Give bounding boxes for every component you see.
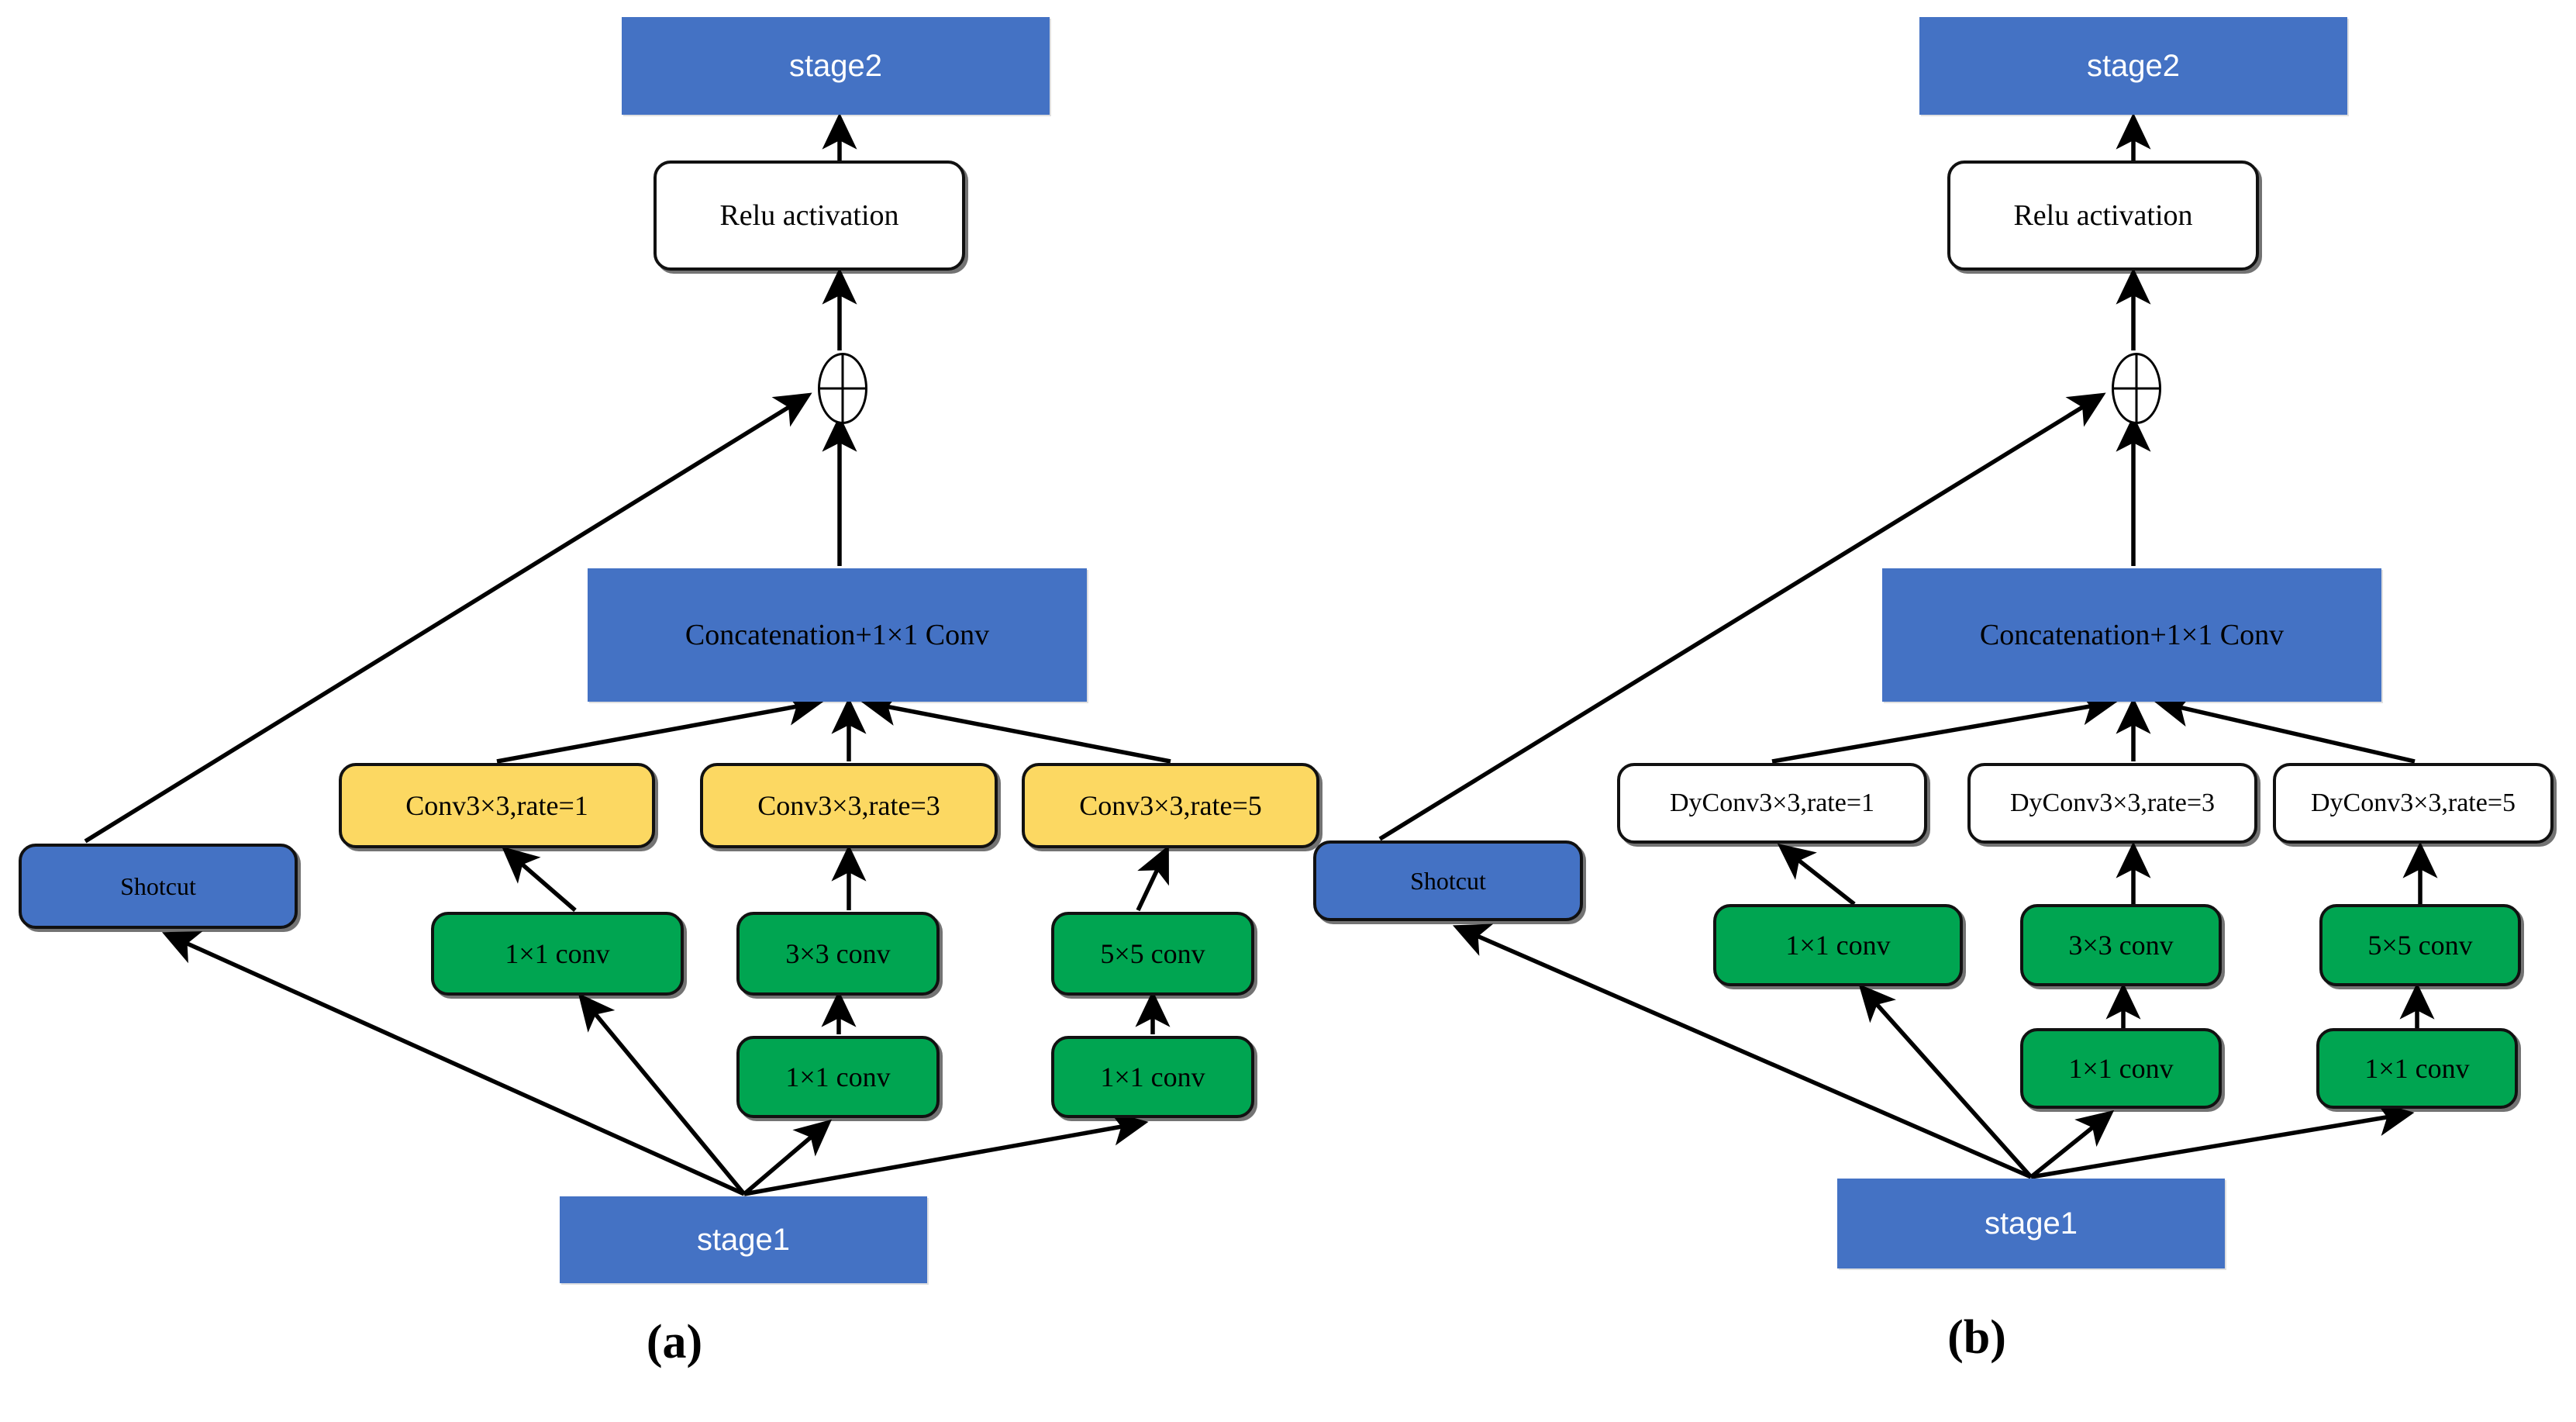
concat-label-b: Concatenation+1×1 Conv	[1979, 619, 2285, 651]
stage1-box-b[interactable]: stage1	[1837, 1179, 2225, 1268]
shortcut-box-a[interactable]: Shotcut	[19, 844, 298, 929]
branch-top-box-a-3[interactable]: Conv3×3,rate=5	[1022, 763, 1319, 848]
branch-top-label-b-1: DyConv3×3,rate=1	[1669, 789, 1875, 817]
branch-mid-label-b-1: 1×1 conv	[1785, 930, 1891, 961]
branch-mid-label-a-3: 5×5 conv	[1100, 938, 1205, 969]
branch-top-label-b-2: DyConv3×3,rate=3	[2009, 789, 2216, 817]
branch-bottom-box-a-1[interactable]: 1×1 conv	[736, 1036, 940, 1118]
shortcut-label-b: Shotcut	[1410, 866, 1486, 895]
concat-box-a[interactable]: Concatenation+1×1 Conv	[588, 568, 1087, 702]
branch-top-box-a-2[interactable]: Conv3×3,rate=3	[700, 763, 998, 848]
relu-box-b[interactable]: Relu activation	[1947, 160, 2259, 271]
branch-mid-box-b-1[interactable]: 1×1 conv	[1713, 904, 1963, 986]
add-icon-a	[818, 353, 867, 424]
stage1-box-a[interactable]: stage1	[560, 1196, 927, 1283]
stage2-label-b: stage2	[2086, 48, 2181, 83]
relu-label-b: Relu activation	[2013, 199, 2193, 232]
panel-caption-b-text: (b)	[1947, 1311, 2006, 1364]
branch-bottom-box-b-2[interactable]: 1×1 conv	[2316, 1028, 2518, 1109]
add-icon-b	[2112, 353, 2161, 424]
branch-bottom-box-b-1[interactable]: 1×1 conv	[2020, 1028, 2222, 1109]
stage2-box-b[interactable]: stage2	[1919, 17, 2347, 115]
panel-caption-a: (a)	[612, 1315, 736, 1370]
branch-mid-label-a-1: 1×1 conv	[505, 938, 610, 969]
branch-bottom-label-a-1: 1×1 conv	[785, 1061, 891, 1092]
branch-top-label-a-1: Conv3×3,rate=1	[405, 790, 588, 821]
stage2-label-a: stage2	[788, 48, 883, 83]
concat-box-b[interactable]: Concatenation+1×1 Conv	[1882, 568, 2381, 702]
stage1-label-a: stage1	[696, 1222, 791, 1257]
stage2-box-a[interactable]: stage2	[622, 17, 1050, 115]
branch-top-label-a-3: Conv3×3,rate=5	[1079, 790, 1262, 821]
branch-mid-box-a-2[interactable]: 3×3 conv	[736, 912, 940, 996]
branch-bottom-label-a-2: 1×1 conv	[1100, 1061, 1205, 1092]
branch-bottom-label-b-1: 1×1 conv	[2068, 1053, 2174, 1084]
branch-mid-box-a-1[interactable]: 1×1 conv	[431, 912, 684, 996]
panel-caption-a-text: (a)	[646, 1316, 703, 1369]
branch-top-label-a-2: Conv3×3,rate=3	[757, 790, 940, 821]
branch-top-box-b-2[interactable]: DyConv3×3,rate=3	[1967, 763, 2257, 844]
branch-mid-label-b-2: 3×3 conv	[2068, 930, 2174, 961]
branch-top-box-b-1[interactable]: DyConv3×3,rate=1	[1617, 763, 1927, 844]
shortcut-box-b[interactable]: Shotcut	[1313, 840, 1583, 921]
branch-bottom-box-a-2[interactable]: 1×1 conv	[1051, 1036, 1254, 1118]
branch-mid-box-b-2[interactable]: 3×3 conv	[2020, 904, 2222, 986]
branch-mid-label-b-3: 5×5 conv	[2367, 930, 2473, 961]
branch-mid-box-a-3[interactable]: 5×5 conv	[1051, 912, 1254, 996]
shortcut-label-a: Shotcut	[120, 871, 196, 900]
relu-label-a: Relu activation	[719, 199, 899, 232]
relu-box-a[interactable]: Relu activation	[653, 160, 965, 271]
branch-top-box-a-1[interactable]: Conv3×3,rate=1	[339, 763, 655, 848]
branch-mid-box-b-3[interactable]: 5×5 conv	[2319, 904, 2521, 986]
branch-mid-label-a-2: 3×3 conv	[785, 938, 891, 969]
panel-caption-b: (b)	[1915, 1310, 2039, 1365]
branch-top-label-b-3: DyConv3×3,rate=5	[2310, 789, 2516, 817]
concat-label-a: Concatenation+1×1 Conv	[685, 619, 990, 651]
branch-top-box-b-3[interactable]: DyConv3×3,rate=5	[2273, 763, 2554, 844]
branch-bottom-label-b-2: 1×1 conv	[2364, 1053, 2470, 1084]
stage1-label-b: stage1	[1984, 1206, 2078, 1241]
